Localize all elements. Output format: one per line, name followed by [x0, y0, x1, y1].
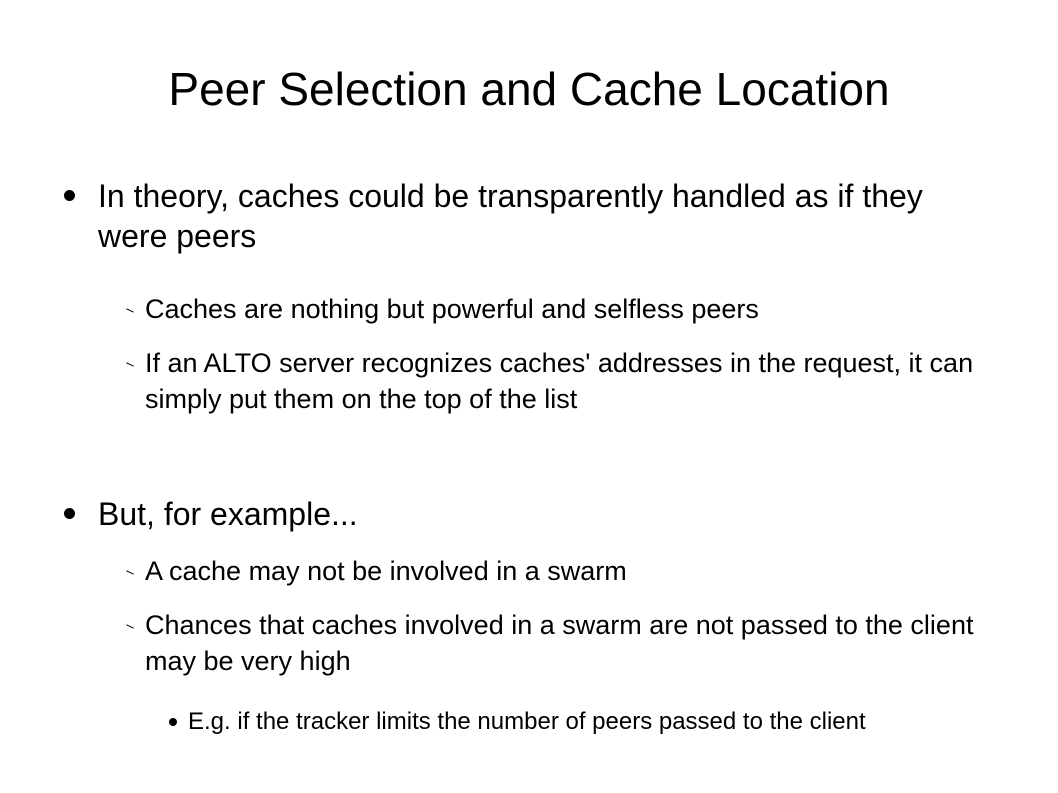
- sub-bullet-text: Caches are nothing but powerful and self…: [145, 294, 759, 324]
- sub-bullet-item-3: A cache may not be involved in a swarm: [126, 553, 1005, 589]
- dash-bullet-icon: [126, 362, 134, 367]
- sub-sub-bullet-item-1: E.g. if the tracker limits the number of…: [169, 706, 988, 738]
- bullet-dot-icon: [64, 190, 75, 201]
- bullet-dot-icon: [64, 508, 75, 519]
- bullet-text: In theory, caches could be transparently…: [98, 178, 923, 254]
- sub-sub-bullet-text: E.g. if the tracker limits the number of…: [188, 708, 866, 735]
- sub-bullet-text: A cache may not be involved in a swarm: [145, 556, 627, 586]
- sub-bullet-item-2: If an ALTO server recognizes caches' add…: [126, 345, 1005, 417]
- dash-bullet-icon: [126, 308, 134, 313]
- bullet-text: But, for example...: [98, 496, 358, 532]
- bullet-item-1: In theory, caches could be transparently…: [64, 176, 998, 256]
- sub-bullet-item-1: Caches are nothing but powerful and self…: [126, 291, 1005, 327]
- dash-bullet-icon: [126, 570, 134, 575]
- sub-bullet-text: If an ALTO server recognizes caches' add…: [145, 348, 974, 414]
- dash-bullet-icon: [126, 624, 134, 629]
- slide-title: Peer Selection and Cache Location: [168, 63, 890, 115]
- bullet-item-2: But, for example...: [64, 494, 998, 534]
- small-bullet-dot-icon: [169, 718, 177, 726]
- sub-bullet-item-4: Chances that caches involved in a swarm …: [126, 607, 1005, 679]
- sub-bullet-text: Chances that caches involved in a swarm …: [145, 610, 974, 676]
